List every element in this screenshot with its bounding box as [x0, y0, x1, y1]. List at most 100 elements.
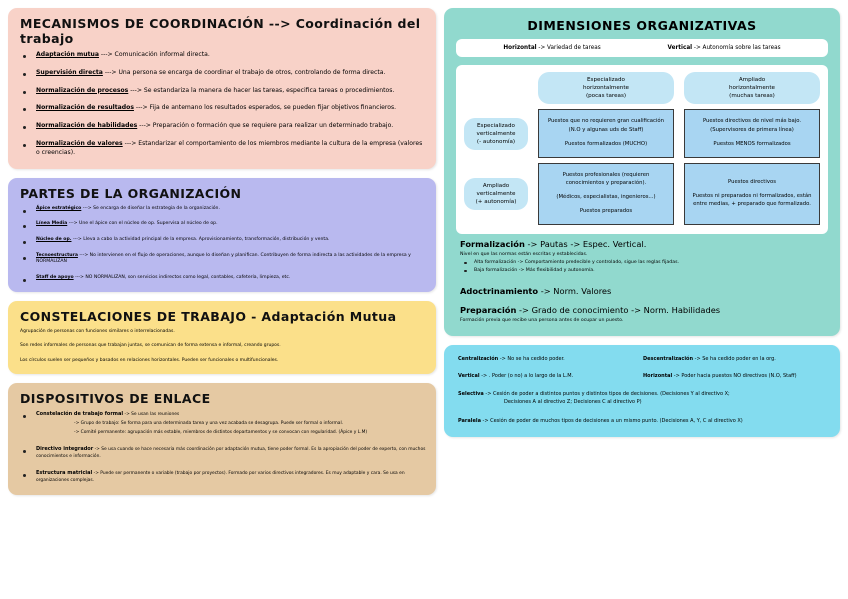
desc: ---> Lleva a cabo la actividad principal…: [71, 237, 330, 243]
concepto-rest: -> Grado de conocimiento -> Norm. Habili…: [516, 304, 721, 315]
desc: ---> Fija de antemano los resultados esp…: [133, 104, 397, 112]
card-dimensiones-organizativas: DIMENSIONES ORGANIZATIVAS Horizontal -> …: [444, 8, 840, 337]
selectiva-continuation: Decisiones A al directivo Z; Decisiones …: [504, 399, 642, 406]
cell-line: Puestos que no requieren gran cualificac…: [547, 118, 665, 125]
desc: ---> Una persona se encarga de coordinar…: [102, 68, 386, 76]
term: Constelación de trabajo formal: [36, 410, 124, 417]
matrix-row-header-especializado-v: Especializado verticalmente (- autonomía…: [464, 109, 528, 158]
desc: ---> Preparación o formación que se requ…: [137, 122, 394, 130]
list-item: Ápice estratégico ---> Se encarga de dis…: [20, 206, 426, 213]
desc: ---> Une el ápice con el núcleo de op. S…: [67, 221, 218, 227]
row-header-label: Ampliado verticalmente (+ autonomía): [464, 177, 528, 211]
legend-label: Vertical: [667, 45, 693, 51]
concepto-desc: Formación previa que recibe una persona …: [460, 317, 624, 323]
cell-line: Puestos preparados: [579, 207, 633, 214]
centralizacion-item: Centralización -> No se ha cedido poder.: [458, 356, 643, 362]
dimensiones-matrix: Especializado horizontalmente (pocas tar…: [456, 65, 828, 234]
term: Directivo integrador: [36, 446, 94, 453]
desc: ---> Se encarga de diseñar la estrategia…: [81, 205, 220, 211]
page-title-constelaciones: CONSTELACIONES DE TRABAJO - Adaptación M…: [20, 308, 397, 324]
term: Tecnoestructura: [36, 252, 78, 258]
concepto-rest: -> Norm. Valores: [538, 285, 612, 296]
desc: -> Se ha cedido poder en la org.: [693, 356, 776, 363]
mecanismos-list: Adaptación mutua ---> Comunicación infor…: [20, 51, 426, 158]
term: Normalización de habilidades: [36, 122, 138, 130]
cell-line: Puestos MENOS formalizados: [713, 141, 791, 148]
matrix-cell-r1c1: Puestos que no requieren gran cualificac…: [538, 109, 674, 159]
list-item: Directivo integrador -> Se usa cuando se…: [20, 446, 426, 461]
desc: -> Puede ser permanente o variable (trab…: [36, 470, 405, 484]
term: Núcleo de op.: [36, 237, 72, 243]
concepto-term: Adoctrinamiento: [460, 285, 539, 296]
concepto-preparacion: Preparación -> Grado de conocimiento -> …: [460, 304, 826, 324]
term: Línea Media: [36, 221, 68, 227]
list-item: Normalización de procesos ---> Se estand…: [20, 87, 426, 96]
desc: -> . Poder (o no) a lo largo de la L.M.: [479, 373, 574, 380]
desc: -> No se ha cedido poder.: [498, 356, 565, 363]
concepto-bullets: Alta formalización -> Comportamiento pre…: [460, 259, 826, 275]
legend-label: Horizontal: [503, 45, 537, 51]
desc: ---> NO NORMALIZAN, son servicios indire…: [73, 275, 291, 281]
desc: ---> No intervienen en el flujo de opera…: [36, 252, 411, 265]
concepto-heading: Preparación -> Grado de conocimiento -> …: [460, 304, 826, 316]
term: Horizontal: [643, 373, 673, 380]
term: Normalización de valores: [36, 140, 123, 148]
cell-line: Puestos directivos: [728, 179, 776, 186]
horizontal-item: Horizontal -> Poder hacia puestos NO dir…: [643, 373, 828, 379]
right-column: DIMENSIONES ORGANIZATIVAS Horizontal -> …: [444, 8, 840, 591]
matrix-row-header-ampliado-v: Ampliado verticalmente (+ autonomía): [464, 163, 528, 225]
desc: -> Cesión de poder a distintos puntos y …: [483, 391, 730, 398]
desc: ---> Se estandariza la manera de hacer l…: [128, 86, 395, 94]
matrix-col-header-especializado-h: Especializado horizontalmente (pocas tar…: [538, 72, 674, 105]
list-item: Constelación de trabajo formal -> Se usa…: [20, 411, 426, 437]
term: Estructura matricial: [36, 469, 93, 476]
term: Supervisión directa: [36, 68, 103, 76]
matrix-col-header-ampliado-h: Ampliado horizontalmente (muchas tareas): [684, 72, 820, 105]
dispositivos-list: Constelación de trabajo formal -> Se usa…: [20, 411, 426, 485]
term: Descentralización: [643, 356, 694, 363]
concepto-formalizacion: Formalización -> Pautas -> Espec. Vertic…: [460, 238, 826, 275]
desc: -> Cesión de poder de muchos tipos de de…: [480, 418, 743, 425]
list-item: Normalización de valores ---> Estandariz…: [20, 140, 426, 158]
cell-line: (N.O y algunas uds de Staff): [568, 127, 644, 134]
cell-line: Puestos directivos de nivel más bajo.: [702, 118, 802, 125]
term: Centralización: [458, 356, 499, 363]
term: Ápice estratégico: [36, 205, 82, 211]
term: Selectiva: [458, 391, 484, 398]
page-title-dispositivos: DISPOSITIVOS DE ENLACE: [20, 390, 211, 406]
selectiva-item: Selectiva -> Cesión de poder a distintos…: [458, 390, 828, 406]
concepto-desc: Nivel en que las normas están escritas y…: [460, 251, 588, 257]
descentralizacion-item: Descentralización -> Se ha cedido poder …: [643, 356, 828, 362]
constelaciones-line: Los círculos suelen ser pequeños y basad…: [20, 358, 279, 364]
list-item: Núcleo de op. ---> Lleva a cabo la activ…: [20, 237, 426, 244]
page-title-partes: PARTES DE LA ORGANIZACIÓN: [20, 185, 242, 201]
list-item: Adaptación mutua ---> Comunicación infor…: [20, 51, 426, 60]
concepto-heading: Adoctrinamiento -> Norm. Valores: [460, 285, 826, 297]
card-partes-organizacion: PARTES DE LA ORGANIZACIÓN Ápice estratég…: [8, 177, 436, 292]
desc: -> Poder hacia puestos NO directivos (N.…: [672, 373, 797, 380]
list-item: Baja formalización -> Más flexibilidad y…: [460, 267, 826, 274]
cell-line: (Médicos, especialistas, ingenieros...): [556, 194, 656, 201]
conceptos-block: Formalización -> Pautas -> Espec. Vertic…: [450, 236, 834, 328]
concepto-heading: Formalización -> Pautas -> Espec. Vertic…: [460, 238, 826, 250]
term: Normalización de procesos: [36, 86, 129, 94]
list-item: Tecnoestructura ---> No intervienen en e…: [20, 253, 426, 266]
list-item: Línea Media ---> Une el ápice con el núc…: [20, 221, 426, 229]
desc: -> Se usan las reuniones: [123, 411, 180, 417]
page-title-mecanismos: MECANISMOS DE COORDINACIÓN --> Coordinac…: [20, 16, 421, 46]
page-title-dimensiones: DIMENSIONES ORGANIZATIVAS: [527, 18, 757, 33]
list-item: Staff de apoyo ---> NO NORMALIZAN, son s…: [20, 275, 426, 282]
table-row: Centralización -> No se ha cedido poder.…: [458, 356, 828, 362]
cell-line: Puestos formalizados (MUCHO): [564, 141, 648, 148]
term: Staff de apoyo: [36, 275, 74, 281]
sub-item: -> Comité permanente: agrupación más est…: [74, 430, 368, 436]
term: Adaptación mutua: [36, 51, 99, 58]
list-item: Alta formalización -> Comportamiento pre…: [460, 259, 826, 266]
desc: -> Se usa cuando se hace necesaria más c…: [36, 447, 426, 460]
legend-vertical: Vertical -> Autonomía sobre las tareas: [668, 45, 781, 51]
list-item: Normalización de resultados ---> Fija de…: [20, 104, 426, 113]
term: Paralela: [458, 418, 481, 425]
list-item: Supervisión directa ---> Una persona se …: [20, 69, 426, 78]
concepto-adoctrinamiento: Adoctrinamiento -> Norm. Valores: [460, 285, 826, 297]
